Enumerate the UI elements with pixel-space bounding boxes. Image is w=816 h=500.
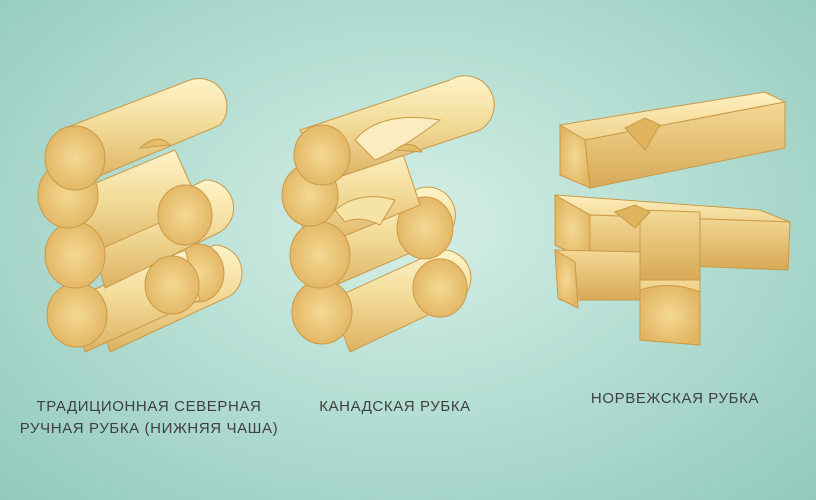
log-end	[291, 279, 353, 345]
traditional-corner-illustration	[37, 78, 243, 353]
notch	[393, 144, 424, 153]
notch	[624, 117, 661, 151]
canadian-corner-illustration	[281, 75, 495, 353]
log-end	[44, 125, 106, 191]
log-end	[412, 258, 468, 318]
caption-canadian: КАНАДСКАЯ РУБКА	[319, 398, 471, 415]
caption-traditional-line1: ТРАДИЦИОННАЯ СЕВЕРНАЯ	[36, 398, 262, 415]
log-end	[293, 124, 351, 186]
caption-norwegian: НОРВЕЖСКАЯ РУБКА	[590, 390, 760, 407]
caption-traditional-line2: РУЧНАЯ РУБКА (НИЖНЯЯ ЧАША)	[19, 420, 279, 437]
caption-traditional: ТРАДИЦИОННАЯ СЕВЕРНАЯ РУЧНАЯ РУБКА (НИЖН…	[14, 396, 284, 440]
beam-end	[554, 249, 579, 309]
log-end	[44, 221, 106, 289]
log-end	[396, 196, 454, 260]
norwegian-corner-illustration	[554, 91, 791, 346]
beam	[639, 209, 701, 281]
notch	[138, 138, 172, 149]
log-end	[144, 255, 200, 315]
saddle-notch	[334, 196, 396, 226]
log-end	[46, 282, 108, 348]
beam-end	[559, 124, 591, 189]
beam-end	[639, 285, 701, 346]
log-end	[289, 221, 351, 289]
notch	[613, 204, 651, 229]
saddle-notch	[354, 117, 442, 161]
log-end	[157, 184, 213, 246]
